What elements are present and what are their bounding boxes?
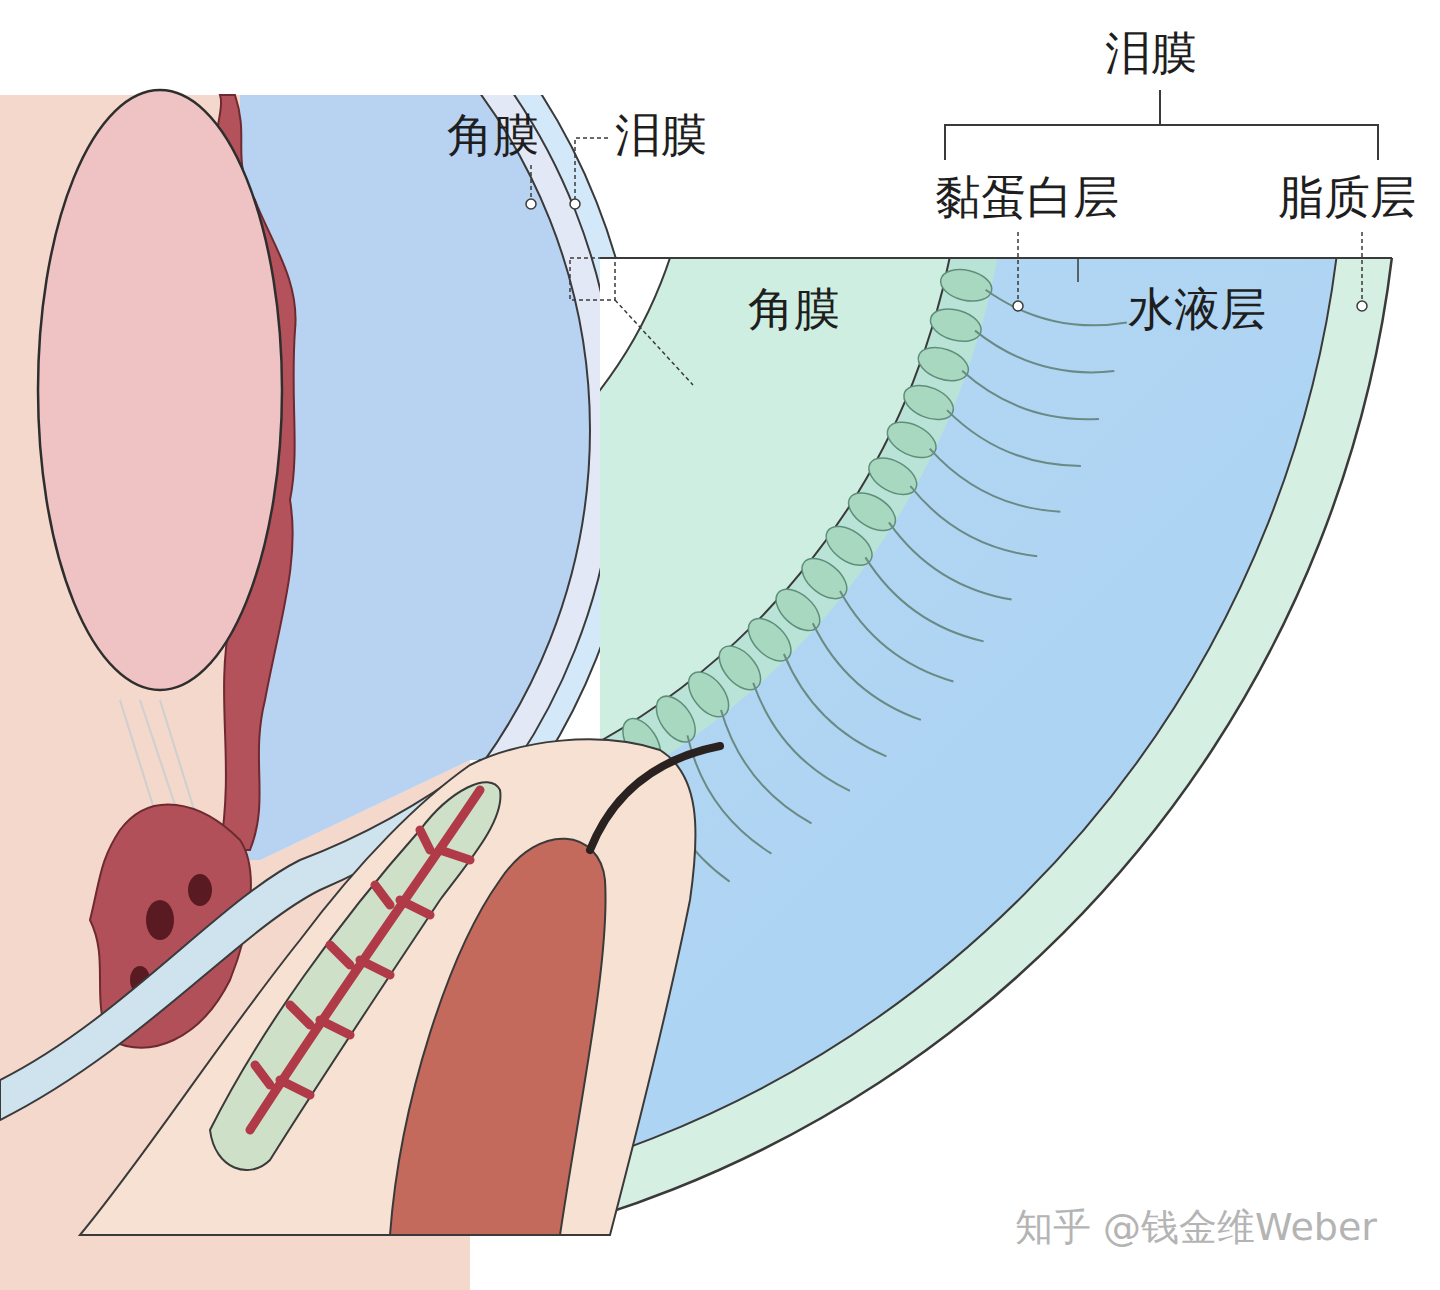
- cornea-inner-edge: [600, 258, 692, 562]
- mucin-strand: [930, 449, 1061, 512]
- mucin-strand: [753, 683, 850, 791]
- lipid-layer: [600, 258, 1400, 1235]
- mucin-strand: [889, 522, 1012, 599]
- mucin-blob: [882, 415, 942, 465]
- leader-dot: [570, 199, 580, 209]
- leader-line: [1361, 232, 1363, 301]
- mucin-strand: [975, 331, 1114, 373]
- mucin-strand: [865, 557, 983, 641]
- leader-dot: [526, 199, 536, 209]
- orbicularis-muscle: [390, 839, 606, 1235]
- part-label: 角膜: [748, 284, 840, 335]
- part-label: 水液层: [1128, 284, 1266, 335]
- eyelid: [80, 739, 696, 1235]
- zoom-line: [615, 257, 670, 259]
- mucin-strand: [784, 654, 887, 757]
- tick: [1077, 258, 1079, 282]
- mucin-strand: [910, 486, 1037, 556]
- aqueous-layer: [600, 258, 1345, 1215]
- part-label: 泪膜: [1105, 28, 1197, 79]
- watermark: 知乎 @钱金维Weber: [1015, 1207, 1377, 1249]
- leader-dot: [1013, 301, 1023, 311]
- bracket: [1159, 90, 1161, 125]
- mucin-blob: [937, 265, 994, 306]
- mucin-strand: [986, 290, 1127, 326]
- mucin-strand: [962, 371, 1099, 419]
- zoom-line: [615, 300, 693, 385]
- leader-dot: [1357, 301, 1367, 311]
- eyelash: [590, 746, 720, 850]
- mucin-blob: [899, 379, 959, 427]
- vessel: [188, 874, 212, 906]
- lens: [38, 90, 282, 690]
- leader-line: [1017, 232, 1019, 301]
- leader-line: [575, 138, 608, 199]
- part-label: 泪膜: [615, 110, 707, 161]
- mucin-blobs: [615, 265, 1127, 882]
- mucin-strand: [721, 710, 812, 823]
- zoom-box: [570, 258, 615, 300]
- mucin-blob: [927, 303, 985, 346]
- mucin-blob: [914, 341, 973, 387]
- part-label: 黏蛋白层: [935, 172, 1119, 223]
- part-label: 脂质层: [1278, 172, 1416, 223]
- part-label: 角膜: [447, 110, 539, 161]
- vessel: [146, 900, 174, 940]
- mucin-strand: [813, 623, 921, 720]
- bracket: [945, 125, 1378, 160]
- leader-line: [530, 165, 532, 199]
- mucin-strand: [947, 410, 1081, 466]
- mucin-strand: [840, 591, 953, 682]
- sector-edge: [600, 257, 1392, 259]
